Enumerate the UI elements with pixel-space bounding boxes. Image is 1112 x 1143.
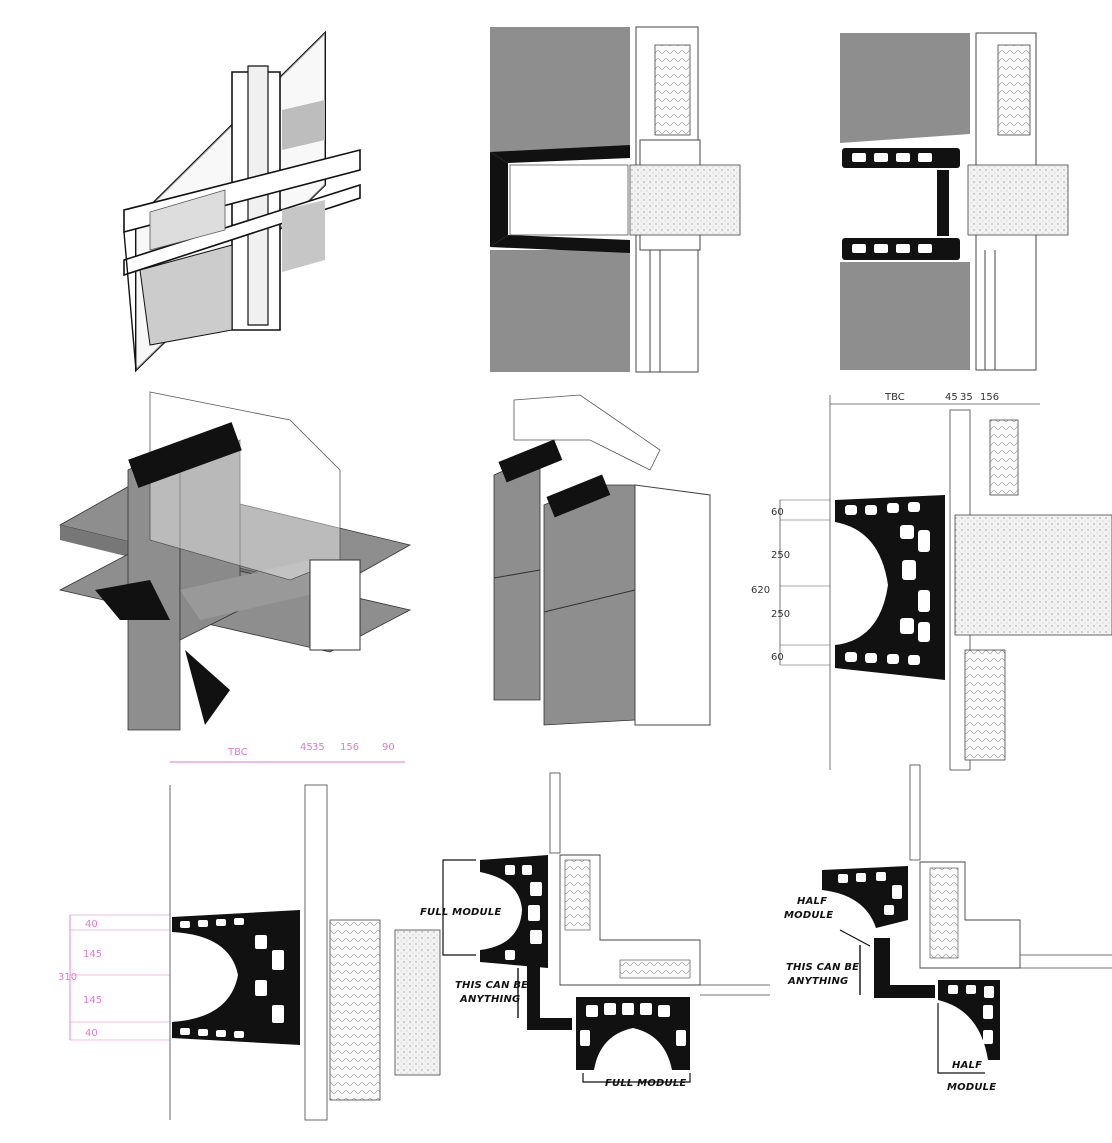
dim-tbc-pink: TBC (227, 747, 248, 758)
dim-40-bottom-pink: 40 (85, 1028, 98, 1039)
dim-tbc: TBC (884, 392, 905, 403)
label-anything-line-2: ANYTHING (459, 994, 520, 1005)
dim-310-pink: 310 (58, 972, 77, 983)
dim-250-lower: 250 (771, 609, 790, 620)
dim-620: 620 (751, 585, 770, 596)
isometric-mullion-transom-view (123, 30, 361, 373)
label-half-module-top-line-1: HALF (797, 896, 827, 907)
dim-156-pink: 156 (340, 742, 359, 753)
label-anything-line-1: THIS CAN BE (455, 980, 528, 991)
isometric-stacked-panels-view (493, 394, 711, 726)
dim-145-lower-pink: 145 (83, 995, 102, 1006)
dimensioned-section-310: TBC 45 35 156 90 40 145 310 145 40 (58, 742, 441, 1121)
dim-40-top-pink: 40 (85, 919, 98, 930)
dim-60-bottom: 60 (771, 652, 784, 663)
label-full-module-top: FULL MODULE (420, 907, 501, 918)
isometric-slab-fin-view (58, 391, 412, 731)
dim-35-pink: 35 (312, 742, 325, 753)
dim-90-pink: 90 (382, 742, 395, 753)
dim-45: 45 (945, 392, 958, 403)
label-half-module-top-line-2: MODULE (784, 910, 833, 921)
dimensioned-section-620: TBC 45 35 156 60 250 620 250 60 (751, 392, 1112, 771)
section-detail-channel-panel (490, 26, 741, 373)
label-half-module-bottom-line-2: MODULE (947, 1082, 996, 1093)
dim-35: 35 (960, 392, 973, 403)
label-anything-line-2-half: ANYTHING (787, 976, 848, 987)
label-half-module-bottom-line-1: HALF (952, 1060, 982, 1071)
dim-45-pink: 45 (300, 742, 313, 753)
dim-156: 156 (980, 392, 999, 403)
label-full-module-bottom: FULL MODULE (605, 1078, 686, 1089)
full-module-corner-detail: FULL MODULE THIS CAN BE ANYTHING FULL MO… (420, 772, 770, 1089)
label-anything-line-1-half: THIS CAN BE (786, 962, 859, 973)
dim-250-upper: 250 (771, 550, 790, 561)
half-module-corner-detail: HALF MODULE THIS CAN BE ANYTHING HALF MO… (784, 764, 1112, 1093)
section-detail-profile-fins (840, 32, 1069, 371)
dim-145-upper-pink: 145 (83, 949, 102, 960)
dim-60-top: 60 (771, 507, 784, 518)
